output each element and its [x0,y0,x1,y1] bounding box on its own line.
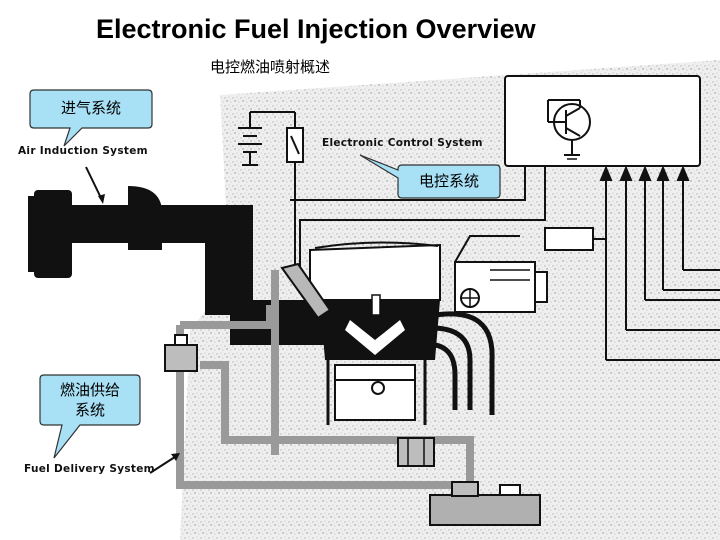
fuel-injector-icon [280,262,332,320]
distributor-icon [454,261,548,313]
battery-icon [238,111,295,166]
callout-fuel-delivery-text-line1: 燃油供给 [59,381,120,399]
callout-electronic-control [359,154,501,199]
callout-fuel-delivery-text-line2: 系统 [74,401,105,419]
fuel-label-arrow [149,454,179,474]
electronic-control-label: Electronic Control System [322,137,483,149]
fuel-tank-icon [429,481,541,526]
fuel-delivery-lines [176,270,474,500]
pressure-regulator-icon [164,334,198,372]
callout-air-induction-text: 进气系统 [60,99,121,117]
sensor-input-lines [599,165,720,361]
callout-fuel-delivery [39,374,141,459]
fuel-filter-icon [397,437,435,467]
callout-air-induction [29,89,153,147]
relay-switch-icon [286,112,306,281]
slide-subtitle: 电控燃油喷射概述 [210,58,331,76]
air-label-arrow [85,166,103,201]
callout-electronic-control-text: 电控系统 [418,172,479,190]
fuel-delivery-label: Fuel Delivery System [24,463,155,475]
ecu-box [504,75,701,167]
spark-plug-icon [371,294,381,316]
air-induction-label: Air Induction System [18,145,148,157]
speckled-background [180,60,720,540]
slide-title: Electronic Fuel Injection Overview [96,14,536,44]
control-wiring [290,166,606,270]
exhaust-manifold [409,311,495,415]
